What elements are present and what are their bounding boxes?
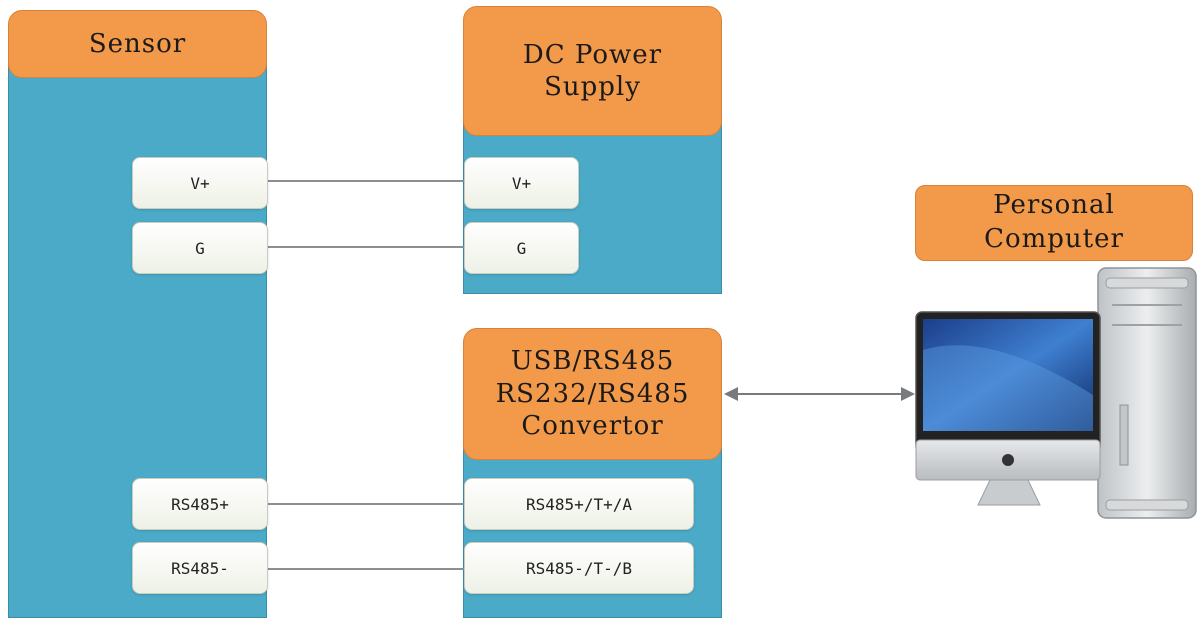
desktop-computer-icon	[915, 267, 1197, 519]
power-pin-g: G	[464, 222, 579, 274]
convertor-title-line3: Convertor	[521, 411, 664, 442]
sensor-title-text: Sensor	[88, 28, 187, 59]
sensor-title: Sensor	[8, 10, 267, 78]
power-supply-title-line2: Supply	[544, 72, 641, 102]
power-supply-title-line1: DC Power	[522, 39, 663, 70]
computer-title: Personal Computer	[915, 185, 1193, 261]
wire-rs485-plus	[267, 503, 464, 505]
power-pin-vplus: V+	[464, 157, 579, 209]
convertor-title-line2: RS232/RS485	[495, 378, 690, 409]
power-supply-title: DC Power Supply	[463, 6, 722, 136]
sensor-pin-rs485-minus: RS485-	[132, 542, 268, 594]
computer-title-line1: Personal	[993, 190, 1115, 221]
wire-rs485-minus	[267, 568, 464, 570]
sensor-pin-rs485-plus: RS485+	[132, 478, 268, 530]
wire-g	[267, 246, 464, 248]
computer-title-line2: Computer	[984, 224, 1124, 254]
convertor-title-line1: USB/RS485	[510, 346, 675, 377]
bidirectional-arrow	[724, 387, 915, 401]
convertor-pin-a: RS485+/T+/A	[464, 478, 694, 530]
sensor-pin-g: G	[132, 222, 268, 274]
wire-vplus	[267, 180, 464, 182]
convertor-title: USB/RS485 RS232/RS485 Convertor	[463, 328, 722, 460]
convertor-pin-b: RS485-/T-/B	[464, 542, 694, 594]
sensor-pin-vplus: V+	[132, 157, 268, 209]
